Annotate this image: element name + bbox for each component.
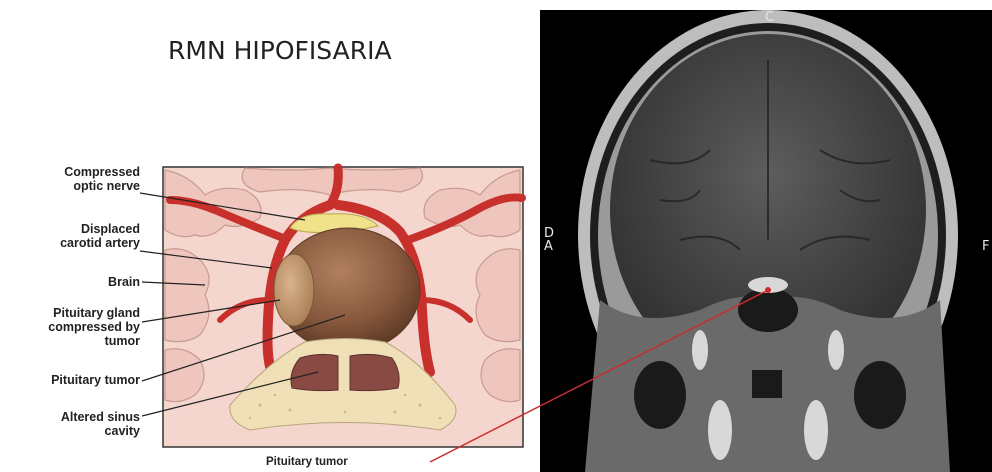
label-carotid-artery: Displaced carotid artery	[60, 222, 140, 250]
label-optic-nerve: Compressed optic nerve	[64, 165, 140, 193]
label-sinus-cavity: Altered sinus cavity	[61, 410, 140, 438]
label-column: Compressed optic nerve Displaced carotid…	[0, 165, 140, 455]
label-pituitary-gland: Pituitary gland compressed by tumor	[48, 306, 140, 348]
pituitary-gland	[274, 254, 314, 326]
bottom-tumor-label: Pituitary tumor	[266, 456, 348, 468]
mri-orientation-left-bottom: A	[544, 241, 553, 252]
mri-orientation-left-top: D	[544, 228, 554, 239]
mri-tumor-marker	[765, 287, 771, 293]
sinus-cavity-right	[350, 354, 399, 390]
label-brain: Brain	[108, 275, 140, 289]
mri-orientation-right: F	[982, 241, 989, 252]
page-title: RMN HIPOFISARIA	[168, 36, 392, 65]
label-pituitary-tumor: Pituitary tumor	[51, 373, 140, 387]
mri-orientation-top: C	[765, 12, 774, 23]
